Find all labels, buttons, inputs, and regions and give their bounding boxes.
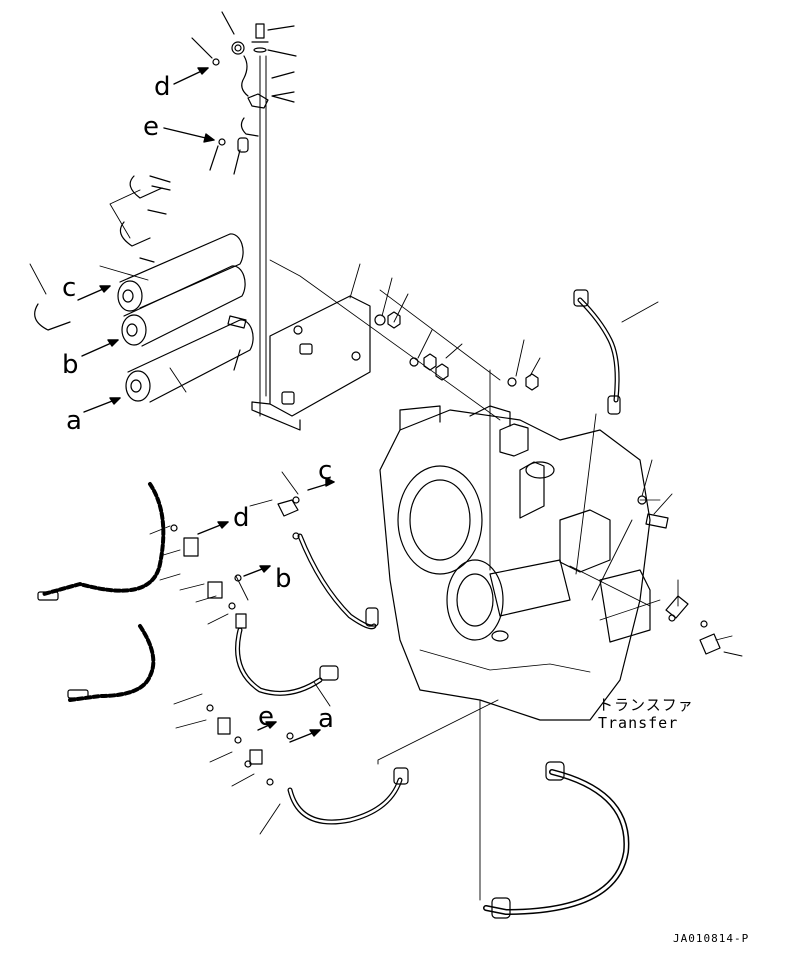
callout-b-mid: b (275, 564, 292, 594)
callout-e-low: e (258, 702, 274, 732)
callout-c-left: c (62, 273, 77, 303)
callout-d-top: d (154, 72, 171, 102)
transfer-label-en: Transfer (598, 714, 679, 732)
transfer-housing (379, 405, 661, 721)
hose-assemblies (37, 289, 630, 919)
top-hose-bracket-assembly (191, 11, 297, 417)
callout-a-left: a (66, 406, 82, 436)
callout-c-mid: c (318, 456, 333, 486)
leader-lines (29, 189, 743, 901)
drawing-id: JA010814-P (673, 932, 750, 945)
fittings-column (170, 495, 721, 786)
mounting-plate (251, 259, 539, 431)
callout-b-left: b (62, 350, 79, 380)
callout-arrows (77, 67, 335, 743)
callout-a-low: a (318, 704, 334, 734)
transfer-label-jp: トランスファ (598, 696, 694, 714)
callout-e-top: e (143, 112, 159, 142)
callout-d-mid: d (233, 503, 250, 533)
